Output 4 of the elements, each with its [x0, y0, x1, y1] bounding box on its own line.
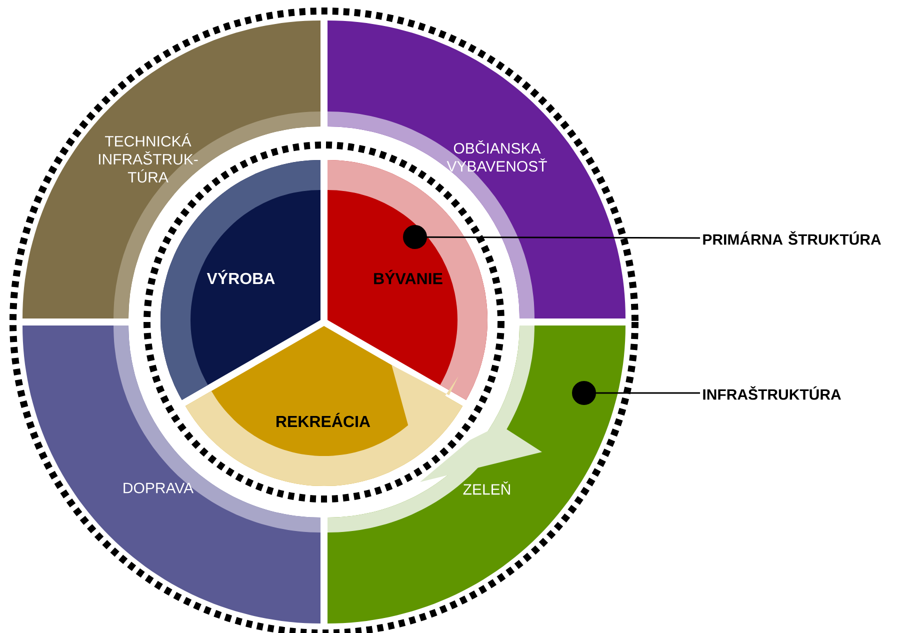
leader-line [403, 225, 700, 250]
callout-label: PRIMÁRNA ŠTRUKTÚRA [703, 231, 881, 245]
leader-line [572, 381, 700, 405]
callout-label: INFRAŠTRUKTÚRA [703, 386, 841, 400]
